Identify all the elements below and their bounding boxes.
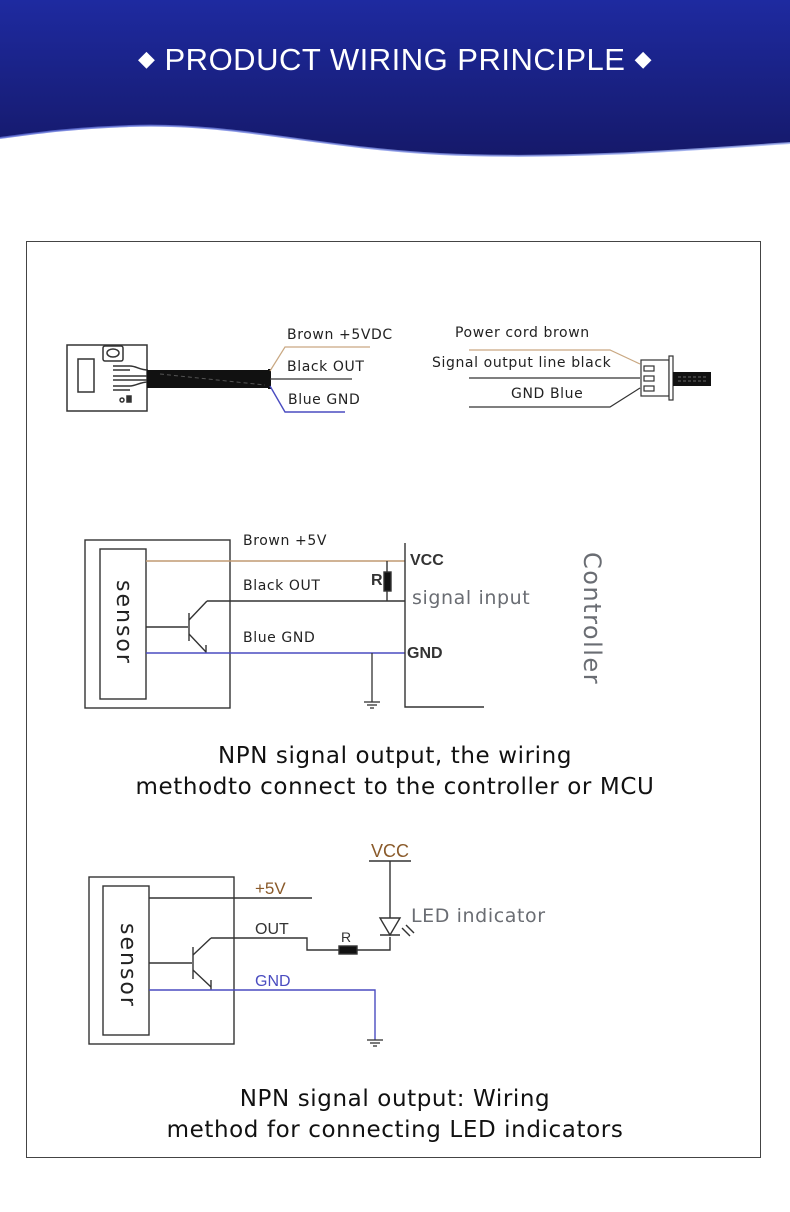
connector-label-gnd: GND Blue <box>511 386 584 402</box>
diamond-icon: ◆ <box>137 46 156 71</box>
controller-bus <box>404 543 484 708</box>
led-caption-line1: NPN signal output: Wiring <box>239 1086 551 1112</box>
jst-connector-drawing <box>640 355 711 401</box>
controller-label-blue: Blue GND <box>243 630 316 646</box>
led-wire-gnd <box>149 989 383 1047</box>
led-sensor-box <box>88 876 235 1045</box>
led-sensor-label: sensor <box>115 923 140 1008</box>
led-resistor-label: R <box>341 929 352 945</box>
led-diode <box>369 860 415 937</box>
cable-label-brown: Brown +5VDC <box>287 327 393 343</box>
led-out-label: OUT <box>255 921 289 938</box>
cable-label-black: Black OUT <box>287 359 365 375</box>
controller-label-brown: Brown +5V <box>243 533 328 549</box>
controller-sensor-box <box>84 539 231 709</box>
led-5v-label: +5V <box>255 879 286 898</box>
connector-label-signal: Signal output line black <box>432 355 612 371</box>
cable-wire-blue <box>269 385 345 413</box>
led-caption-line2: method for connecting LED indicators <box>166 1117 624 1143</box>
led-wire-out <box>149 937 391 990</box>
controller-caption: NPN signal output, the wiring methodto c… <box>0 741 790 803</box>
header-banner: ◆ PRODUCT WIRING PRINCIPLE ◆ <box>0 0 790 170</box>
vcc-label: VCC <box>410 552 444 569</box>
cable-drawing <box>147 369 271 389</box>
diagram-frame <box>26 241 761 1158</box>
connector-wires <box>469 349 641 408</box>
sensor-board-drawing <box>66 344 149 412</box>
cable-label-blue: Blue GND <box>288 392 361 408</box>
resistor-label: R <box>371 572 383 589</box>
gnd-label: GND <box>407 645 443 662</box>
controller-label-black: Black OUT <box>243 578 321 594</box>
cable-wire-brown <box>269 346 370 372</box>
led-gnd-label: GND <box>255 973 291 990</box>
banner-title-row: ◆ PRODUCT WIRING PRINCIPLE ◆ <box>0 42 790 78</box>
diamond-icon: ◆ <box>634 46 653 71</box>
led-indicator-label: LED indicator <box>411 905 546 927</box>
banner-background <box>0 0 790 157</box>
controller-label: Controller <box>578 552 606 686</box>
connector-label-power: Power cord brown <box>455 325 590 341</box>
controller-ground <box>364 653 380 709</box>
led-vcc-label: VCC <box>371 841 410 861</box>
banner-title: PRODUCT WIRING PRINCIPLE <box>164 42 626 77</box>
controller-caption-line1: NPN signal output, the wiring <box>217 743 573 769</box>
led-caption: NPN signal output: Wiring method for con… <box>0 1084 790 1146</box>
controller-caption-line2: methodto connect to the controller or MC… <box>135 774 655 800</box>
controller-sensor-label: sensor <box>111 580 136 665</box>
signal-input-label: signal input <box>412 587 531 609</box>
pullup-resistor <box>383 561 392 601</box>
controller-wire-black <box>146 600 405 653</box>
